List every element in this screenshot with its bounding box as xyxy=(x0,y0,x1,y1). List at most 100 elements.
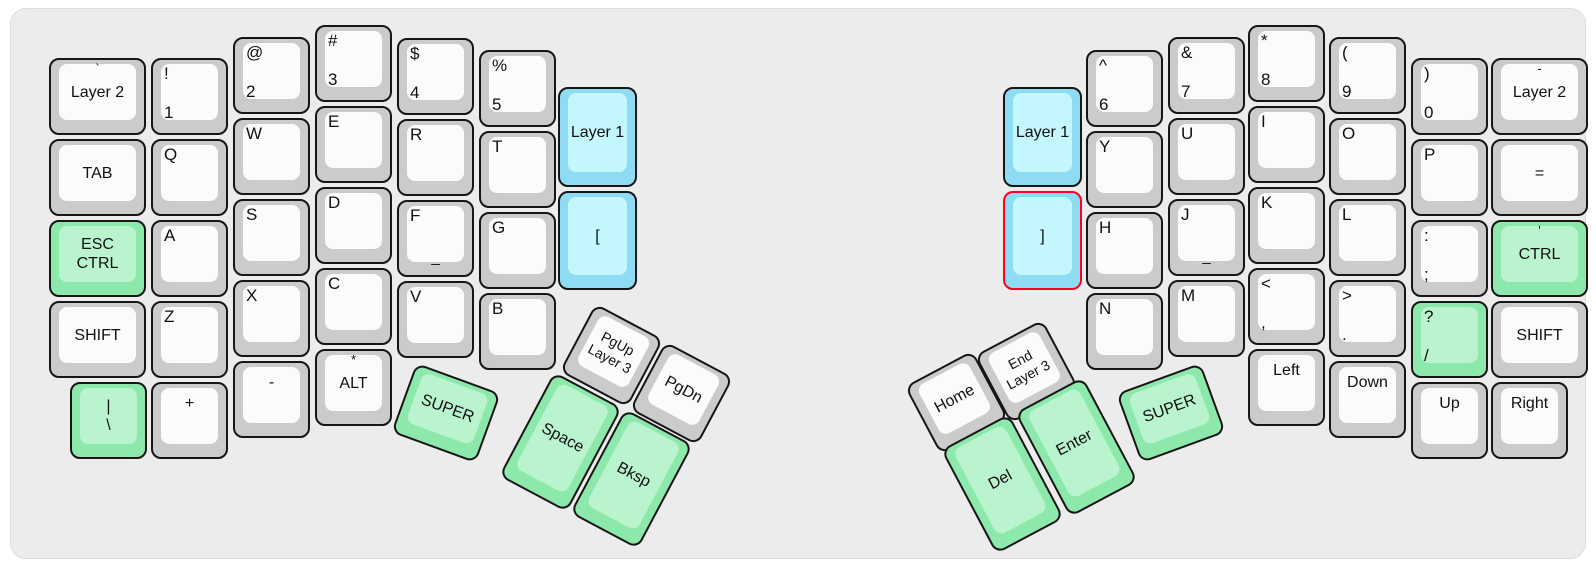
key-layer1-right[interactable]: Layer 1 xyxy=(1003,87,1082,187)
key-3[interactable]: #3 xyxy=(315,25,392,102)
key-4[interactable]: $4 xyxy=(397,38,474,115)
key-o[interactable]: O xyxy=(1329,118,1406,195)
key-comma[interactable]: <, xyxy=(1248,268,1325,345)
key-label: 7 xyxy=(1181,82,1191,101)
keycap-top: Home xyxy=(916,360,993,437)
key-label-homing: _ xyxy=(1202,248,1211,265)
key-q[interactable]: Q xyxy=(151,139,228,216)
key-label: J xyxy=(1181,205,1190,224)
key-j[interactable]: J_ xyxy=(1168,199,1245,276)
keycap-top xyxy=(325,193,382,249)
key-label: = xyxy=(1534,164,1545,182)
key-label: N xyxy=(1099,299,1112,318)
key-label: | xyxy=(106,398,111,415)
keycap-top xyxy=(1339,286,1396,342)
keycap-top: ALT xyxy=(325,355,382,411)
key-s[interactable]: S xyxy=(233,199,310,276)
key-lbracket[interactable]: [ xyxy=(558,191,637,290)
key-minus-layer2[interactable]: Layer 2- xyxy=(1491,58,1588,135)
key-left-arrow[interactable]: Left xyxy=(1248,349,1325,426)
key-label: Layer 1 xyxy=(570,124,625,141)
key-label: M xyxy=(1181,286,1196,305)
key-a[interactable]: A xyxy=(151,220,228,297)
key-super-right[interactable]: SUPER xyxy=(1116,362,1226,464)
key-t[interactable]: T xyxy=(479,131,556,208)
key-e[interactable]: E xyxy=(315,106,392,183)
keycap-top: - xyxy=(243,367,300,423)
key-label-homing: _ xyxy=(431,249,440,266)
key-tab[interactable]: TAB xyxy=(49,139,146,216)
key-d[interactable]: D xyxy=(315,187,392,264)
key-quote-ctrl[interactable]: CTRL ' xyxy=(1491,220,1588,297)
key-2[interactable]: @2 xyxy=(233,37,310,114)
key-asterisk-alt[interactable]: ALT* xyxy=(315,349,392,426)
key-v[interactable]: V xyxy=(397,281,474,358)
key-h[interactable]: H xyxy=(1086,212,1163,289)
key-label: 1 xyxy=(164,103,174,122)
key-w[interactable]: W xyxy=(233,118,310,195)
key-c[interactable]: C xyxy=(315,268,392,345)
key-equals[interactable]: = xyxy=(1491,139,1588,216)
key-grave-layer2[interactable]: Layer 2` xyxy=(49,58,146,135)
key-up-arrow[interactable]: Up xyxy=(1411,382,1488,459)
key-pipe-backslash[interactable]: |\ xyxy=(70,382,147,459)
key-label: Z xyxy=(164,307,175,326)
key-plus[interactable]: + xyxy=(151,382,228,459)
key-down-arrow[interactable]: Down xyxy=(1329,361,1406,438)
key-0[interactable]: )0 xyxy=(1411,58,1488,135)
key-layer1-left[interactable]: Layer 1 xyxy=(558,87,637,187)
key-super-left[interactable]: SUPER xyxy=(391,362,501,464)
key-label: 2 xyxy=(246,82,256,101)
key-minus-left[interactable]: - xyxy=(233,361,310,438)
key-8[interactable]: *8 xyxy=(1248,25,1325,102)
key-shift-left[interactable]: SHIFT xyxy=(49,301,146,378)
key-period[interactable]: >. xyxy=(1329,280,1406,357)
key-m[interactable]: M xyxy=(1168,280,1245,357)
key-n[interactable]: N xyxy=(1086,293,1163,370)
key-label: - xyxy=(268,374,275,391)
keycap-top xyxy=(1258,274,1315,330)
key-label: CTRL xyxy=(1518,245,1561,263)
key-i[interactable]: I xyxy=(1248,106,1325,183)
key-label: Del xyxy=(985,466,1015,494)
key-label: 4 xyxy=(410,83,420,102)
key-shift-right[interactable]: SHIFT xyxy=(1491,301,1588,378)
key-b[interactable]: B xyxy=(479,293,556,370)
keycap-top: TAB xyxy=(59,145,136,201)
key-z[interactable]: Z xyxy=(151,301,228,378)
keycap-top xyxy=(489,299,546,355)
key-5[interactable]: %5 xyxy=(479,50,556,127)
key-right-arrow[interactable]: Right xyxy=(1491,382,1568,459)
key-7[interactable]: &7 xyxy=(1168,37,1245,114)
key-1[interactable]: !1 xyxy=(151,58,228,135)
key-label: I xyxy=(1261,112,1266,131)
key-label: Space xyxy=(538,419,587,457)
key-l[interactable]: L xyxy=(1329,199,1406,276)
key-u[interactable]: U xyxy=(1168,118,1245,195)
keycap-top xyxy=(1258,193,1315,249)
key-semicolon[interactable]: :; xyxy=(1411,220,1488,297)
key-p[interactable]: P xyxy=(1411,139,1488,216)
keycap-top: Layer 2 xyxy=(59,64,136,120)
key-k[interactable]: K xyxy=(1248,187,1325,264)
key-f[interactable]: F_ xyxy=(397,200,474,277)
key-rbracket[interactable]: ] xyxy=(1003,191,1082,290)
key-label: Left xyxy=(1273,362,1300,379)
key-label: ) xyxy=(1424,64,1430,83)
key-x[interactable]: X xyxy=(233,280,310,357)
key-label: U xyxy=(1181,124,1194,143)
key-question-slash[interactable]: ?/ xyxy=(1411,301,1488,378)
keycap-top xyxy=(1096,218,1153,274)
key-label-small: ' xyxy=(1538,223,1541,238)
key-label: O xyxy=(1342,124,1356,143)
keycap-top: |\ xyxy=(80,388,137,444)
key-9[interactable]: (9 xyxy=(1329,37,1406,114)
key-label-small: - xyxy=(1537,61,1542,76)
key-y[interactable]: Y xyxy=(1086,131,1163,208)
key-label: % xyxy=(492,56,508,75)
key-r[interactable]: R xyxy=(397,119,474,196)
key-6[interactable]: ^6 xyxy=(1086,50,1163,127)
key-g[interactable]: G xyxy=(479,212,556,289)
